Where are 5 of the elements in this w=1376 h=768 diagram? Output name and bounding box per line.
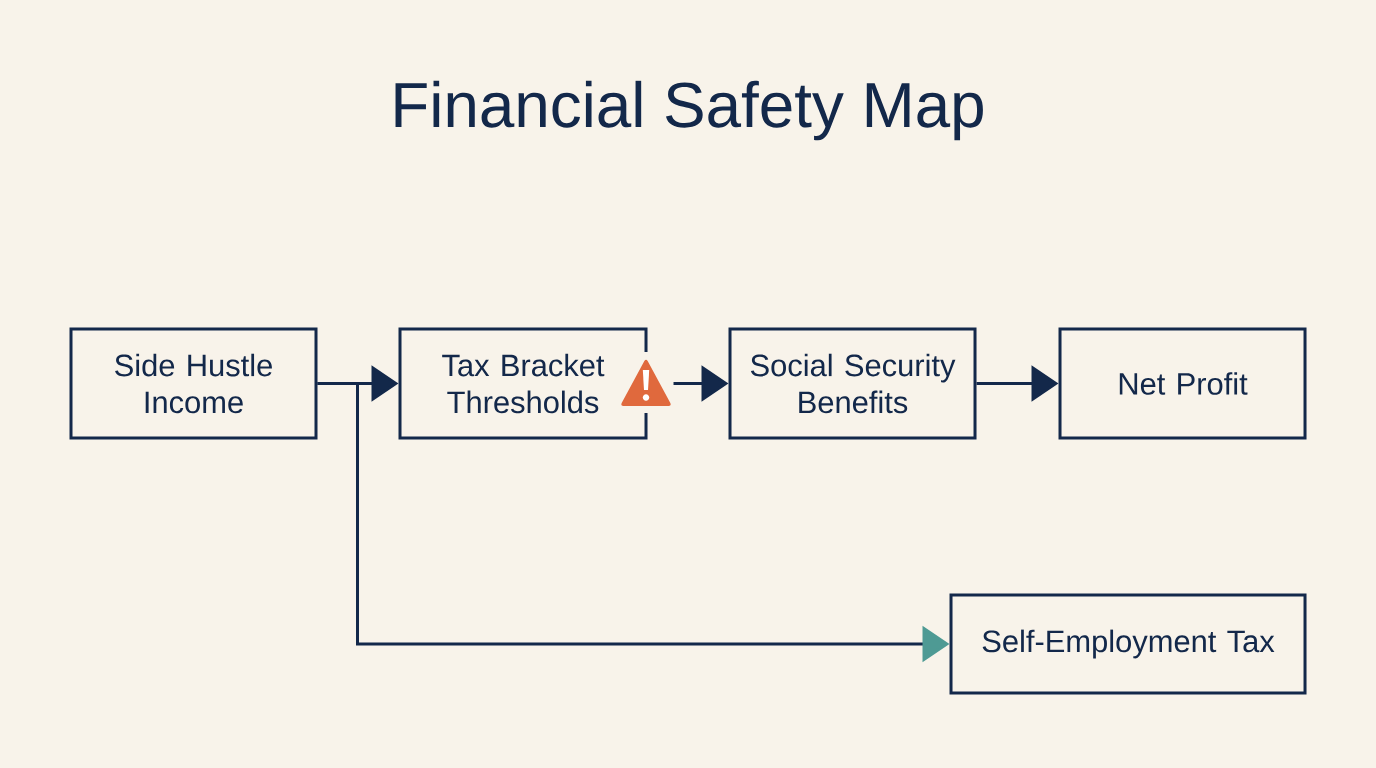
title: Financial Safety Map	[395, 80, 983, 141]
process-box: Self-Employment Tax	[949, 593, 1307, 695]
process-box: Social Security Benefits	[728, 327, 977, 440]
process-box: Net Profit	[1058, 327, 1307, 440]
process-box: Side Hustle Income	[69, 327, 318, 440]
